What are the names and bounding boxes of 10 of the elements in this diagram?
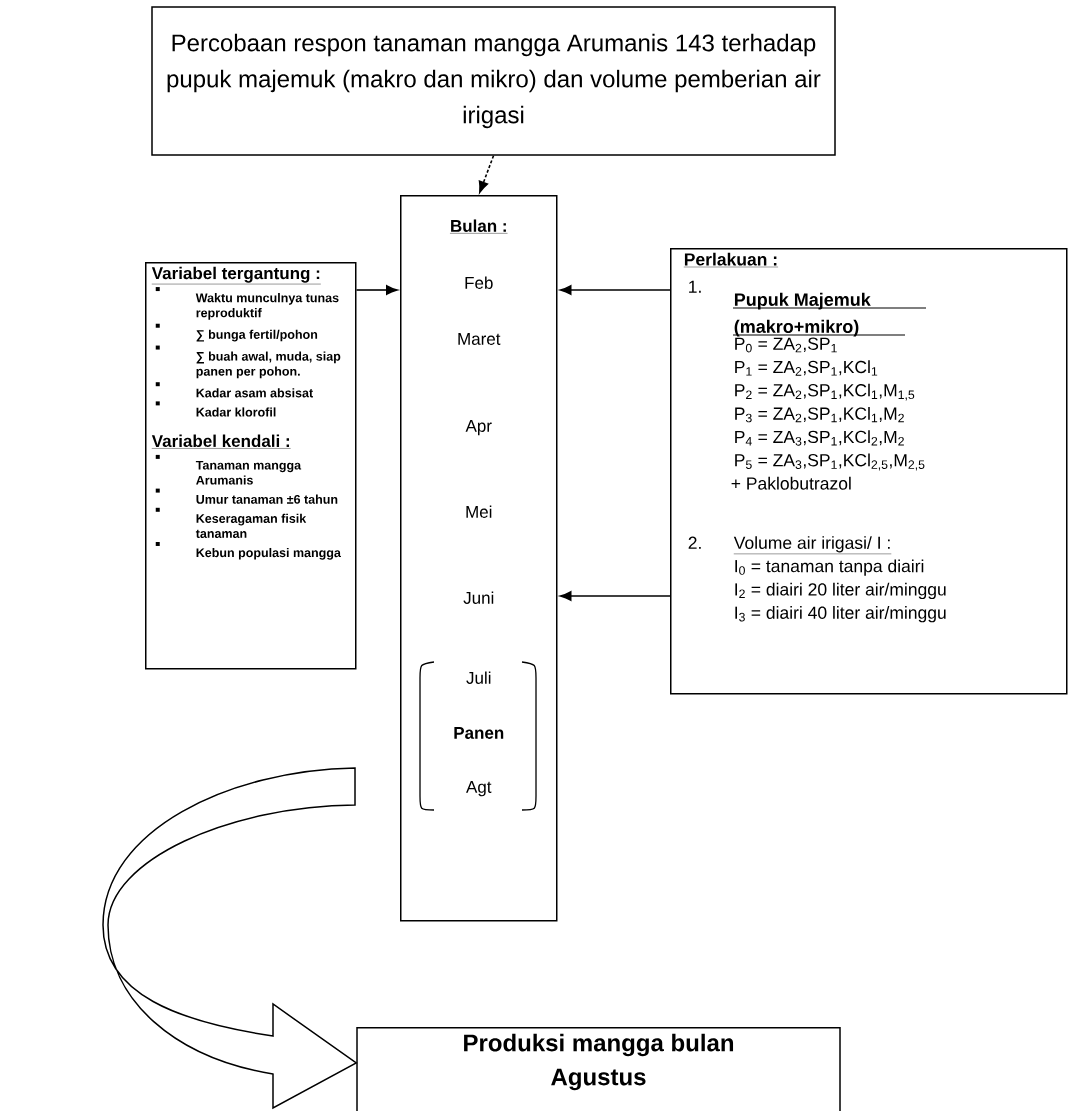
curved-arrow	[102, 767, 357, 1109]
month-box: Bulan : Feb Maret Apr Mei Juni Juli Panen Agt	[400, 195, 558, 922]
arrow	[478, 154, 495, 193]
variable-box: Variabel tergantung : Waktu munculnya tunas reproduktif ∑ bunga fertil/pohon ∑ buah awal, muda, siap panen per pohon. Kadar asam absisat Kadar klorofil Variabel kendali : Tanaman mangga Arumanis Umur tanaman ±6 tahun Keseragaman fisik tanaman Kebun populasi mangga	[145, 262, 357, 670]
treatment-box: Perlakuan : 1. Pupuk Majemuk (makro+mikro) P$_{0}$ = ZA$_{2}$,SP$_{1}$ P$_{1}$ = ZA$_{2}$,SP$_{1}$,KCl$_{1}$ P$_{2}$ = ZA$_{2}$,SP$_{1}$,KCl$_{1}$,M$_{1,5}$ P$_{3}$ = ZA$_{2}$,SP$_{1}$,KCl$_{1}$,M$_{2}$ P$_{4}$ = ZA$_{3}$,SP$_{1}$,KCl$_{2}$,M$_{2}$ P$_{5}$ = ZA$_{3}$,SP$_{1}$,KCl$_{2,5}$,M$_{2,5}$ + Paklobutrazol 2. Volume air irigasi/ I : I$_{0}$ = tanaman tanpa diairi I$_{2}$ = diairi 20 liter air/minggu I$_{3}$ = diairi 40 liter air/minggu	[670, 248, 1068, 695]
arrow	[559, 591, 671, 601]
title-box: Percobaan respon tanaman mangga Arumanis 143 terhadap pupuk majemuk (makro dan mikro) dan volume pemberian air irigasi	[151, 6, 836, 156]
arrow	[559, 285, 671, 295]
result-box: Produksi mangga bulan Agustus	[356, 1027, 841, 1111]
arrow	[355, 285, 398, 295]
